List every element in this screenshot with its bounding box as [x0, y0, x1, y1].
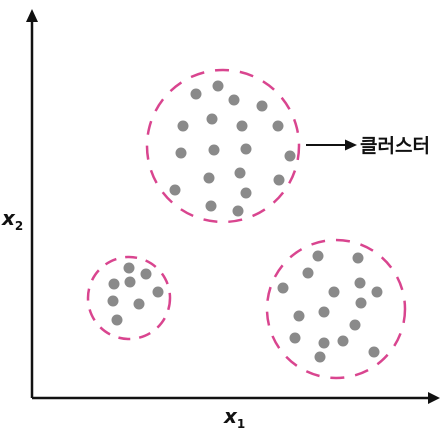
cluster-large-top-point [234, 167, 246, 179]
cluster-large-right-point [293, 310, 305, 322]
cluster-large-top-point [203, 172, 215, 184]
cluster-outline-right [265, 238, 407, 380]
cluster-small-left-point [152, 286, 164, 298]
y-axis-arrowhead [26, 9, 38, 22]
cluster-small-left-point [133, 298, 145, 310]
cluster-large-top-point [212, 80, 224, 92]
cluster-large-right-point [277, 282, 289, 294]
cluster-large-top-point [273, 174, 285, 186]
x-axis-label: x1 [224, 404, 246, 431]
cluster-small-left-point [108, 278, 120, 290]
cluster-outline-left [86, 255, 172, 341]
annotation-arrowhead [345, 139, 357, 151]
cluster-large-top-point [232, 205, 244, 217]
cluster-large-top-point [256, 100, 268, 112]
cluster-large-right-point [318, 337, 330, 349]
cluster-large-right-point [312, 250, 324, 262]
cluster-points [107, 80, 383, 363]
cluster-large-top-point [208, 144, 220, 156]
cluster-large-top-point [177, 120, 189, 132]
cluster-annotation-label: 클러스터 [360, 135, 430, 157]
cluster-large-top-point [228, 94, 240, 106]
cluster-large-top-point [190, 88, 202, 100]
cluster-large-right-point [328, 286, 340, 298]
cluster-large-right-point [371, 286, 383, 298]
cluster-large-right-point [349, 319, 361, 331]
cluster-small-left-point [123, 262, 135, 274]
cluster-large-top-point [272, 120, 284, 132]
cluster-small-left-point [124, 276, 136, 288]
cluster-large-top-point [284, 150, 296, 162]
cluster-large-top-point [205, 200, 217, 212]
cluster-large-right-point [355, 297, 367, 309]
cluster-large-top-point [240, 187, 252, 199]
cluster-large-right-point [314, 351, 326, 363]
cluster-large-right-point [368, 346, 380, 358]
cluster-large-right-point [352, 252, 364, 264]
cluster-large-top-point [240, 143, 252, 155]
cluster-small-left-point [111, 314, 123, 326]
cluster-large-right-point [354, 277, 366, 289]
cluster-large-top-point [169, 184, 181, 196]
cluster-large-top-point [206, 113, 218, 125]
cluster-small-left-point [140, 268, 152, 280]
cluster-outline-top [145, 68, 301, 224]
cluster-small-left-point [107, 295, 119, 307]
x-axis-arrowhead [428, 392, 440, 404]
y-axis-label: x2 [2, 206, 24, 233]
cluster-large-right-point [302, 267, 314, 279]
cluster-large-right-point [337, 335, 349, 347]
cluster-large-right-point [318, 306, 330, 318]
cluster-large-right-point [289, 332, 301, 344]
cluster-large-top-point [236, 120, 248, 132]
cluster-large-top-point [175, 147, 187, 159]
